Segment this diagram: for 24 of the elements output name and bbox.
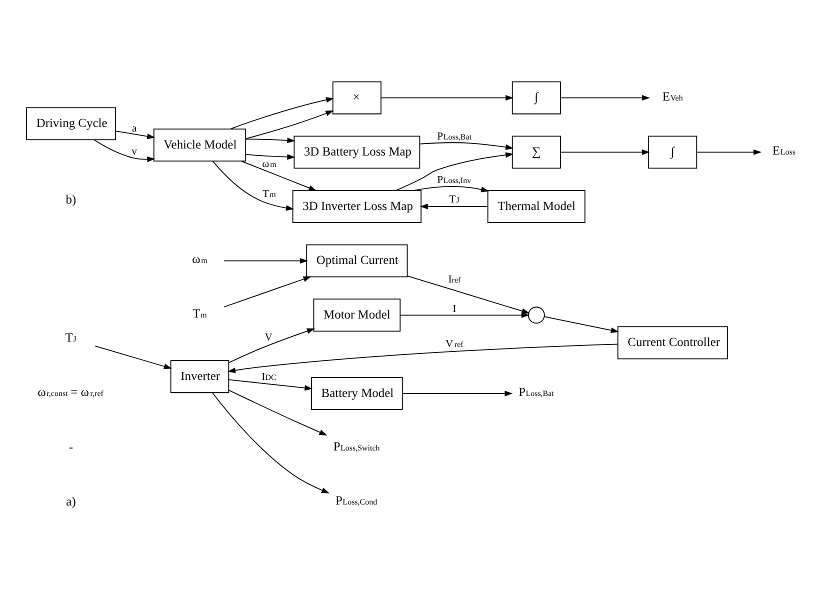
edge-label: Iref: [448, 273, 461, 286]
edge-label: a: [132, 122, 137, 134]
node-text: TJ: [65, 330, 76, 344]
node-text: EVeh: [662, 88, 683, 103]
edge-label: ωm: [262, 157, 276, 170]
edge-label: Tm: [262, 188, 276, 200]
label: b): [66, 192, 76, 206]
edge-label: I: [452, 302, 456, 315]
label: -: [68, 440, 73, 454]
label: ωr,const = ωr,ref: [38, 384, 104, 398]
edge-label: V: [264, 331, 272, 344]
node-text: PLoss,Switch: [333, 438, 380, 453]
edge-label: PLoss,Bat: [437, 130, 472, 142]
edge-label: TJ: [449, 193, 460, 206]
edge-label: IDC: [262, 370, 276, 382]
edge-label: PLoss,Inv: [437, 173, 472, 186]
label: a): [66, 494, 76, 508]
node-text: ELoss: [772, 143, 796, 158]
node-text: Tm: [192, 306, 207, 320]
node-text: PLoss,Bat: [518, 384, 554, 398]
node-text: ωm: [192, 252, 208, 266]
edge-label: v: [132, 144, 137, 157]
node-text: PLoss,Cond: [336, 493, 378, 508]
edge-label: Vref: [446, 337, 464, 350]
